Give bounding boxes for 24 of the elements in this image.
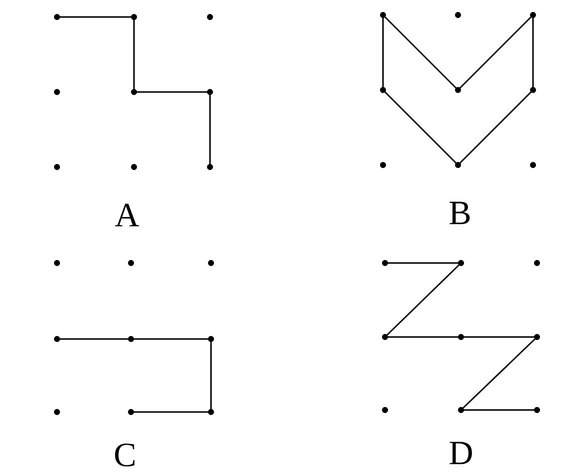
line-segment [385,336,461,338]
line-segment [382,14,459,91]
line-segment [209,92,211,167]
line-segment [457,14,534,91]
line-segment [210,339,212,412]
line-segment [134,91,210,93]
line-segment [133,17,135,92]
line-segment [460,336,538,411]
panel-letter: C [115,444,134,466]
line-segment [457,89,534,166]
panel-letter: A [115,204,140,226]
line-segment [131,338,211,340]
line-segment [131,411,211,413]
line-segment [57,16,134,18]
line-segment [382,15,384,90]
line-segment [532,15,534,90]
line-segment [461,409,537,411]
panel-letter: D [450,442,472,464]
line-segment [461,336,537,338]
line-segment [384,262,462,338]
line-segment [382,89,459,166]
line-segment [57,338,131,340]
line-segment [385,262,461,264]
panel-letter: B [450,202,470,224]
